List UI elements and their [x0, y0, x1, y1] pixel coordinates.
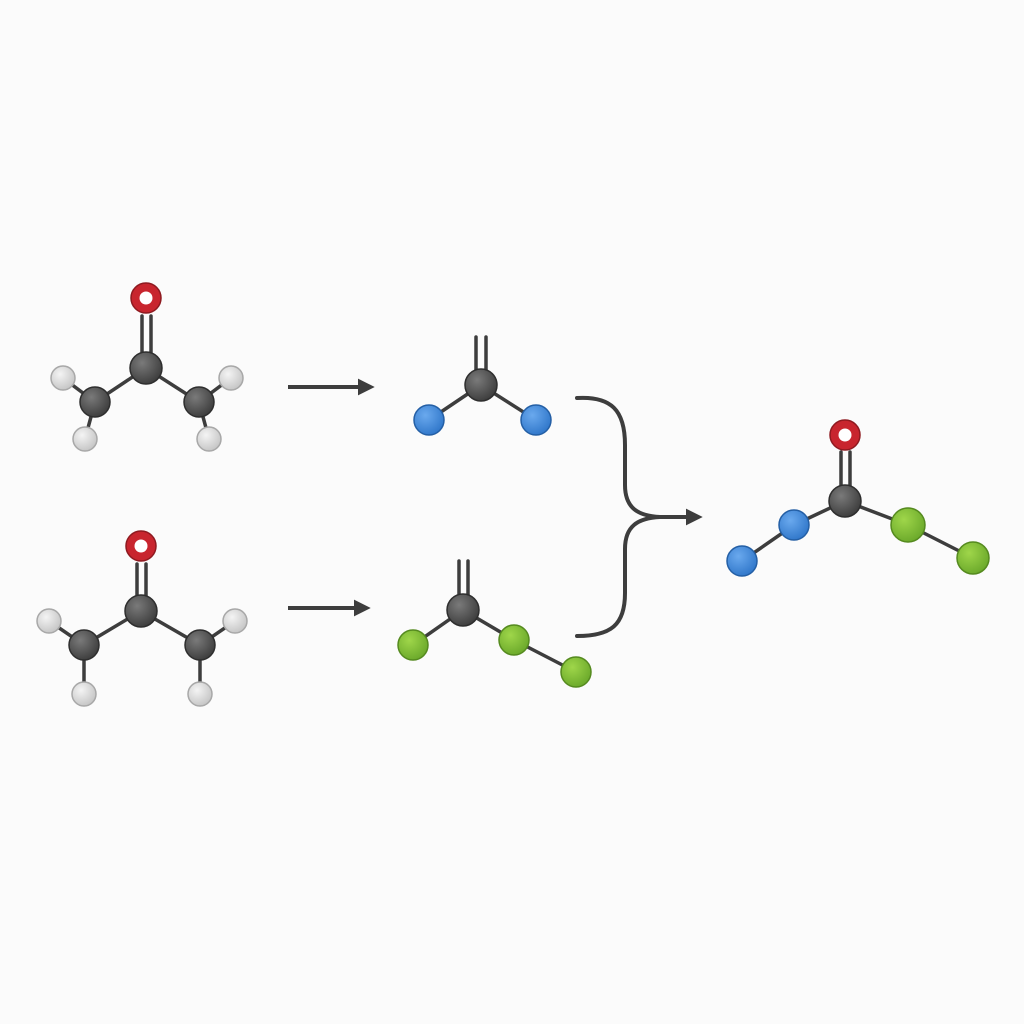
blue-atom — [413, 404, 445, 436]
carbon-atom — [183, 386, 215, 418]
molecule-intermediate-bottom — [397, 559, 592, 688]
carbon-atom — [446, 593, 480, 627]
merge-arrow — [575, 395, 703, 638]
hydrogen-atom — [187, 681, 213, 707]
green-atom — [397, 629, 429, 661]
hydrogen-atom — [71, 681, 97, 707]
blue-atom — [726, 545, 758, 577]
hydrogen-atom — [222, 608, 248, 634]
oxygen-atom — [125, 530, 157, 562]
hydrogen-atom — [36, 608, 62, 634]
green-atom — [890, 507, 926, 543]
blue-atom — [778, 509, 810, 541]
carbon-atom — [79, 386, 111, 418]
oxygen-atom — [130, 282, 162, 314]
carbon-atom — [68, 629, 100, 661]
carbon-atom — [464, 368, 498, 402]
hydrogen-atom — [218, 365, 244, 391]
molecule-reactant-bottom — [36, 530, 248, 707]
carbon-atom — [129, 351, 163, 385]
carbon-atom — [184, 629, 216, 661]
oxygen-atom — [829, 419, 861, 451]
molecule-intermediate-top — [413, 335, 552, 436]
molecule-reactant-top — [50, 282, 244, 452]
green-atom — [498, 624, 530, 656]
blue-atom — [520, 404, 552, 436]
hydrogen-atom — [196, 426, 222, 452]
carbon-atom — [124, 594, 158, 628]
green-atom — [560, 656, 592, 688]
hydrogen-atom — [50, 365, 76, 391]
carbon-atom — [828, 484, 862, 518]
hydrogen-atom — [72, 426, 98, 452]
molecule-product — [726, 419, 990, 577]
merge-bracket — [575, 395, 661, 638]
green-atom — [956, 541, 990, 575]
